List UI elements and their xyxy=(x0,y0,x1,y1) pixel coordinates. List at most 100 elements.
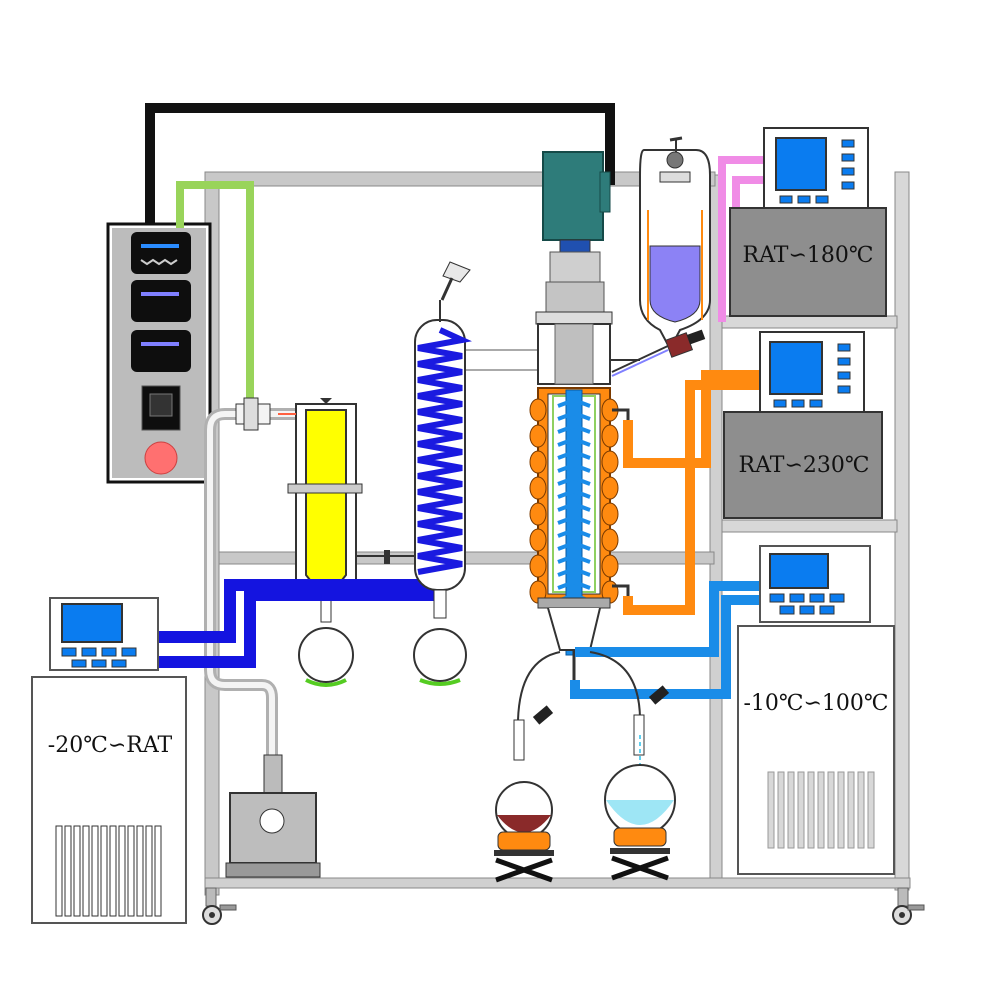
cold-trap-flask xyxy=(298,627,354,683)
evaporator xyxy=(529,311,640,690)
vent-slat xyxy=(109,825,117,917)
control-panel xyxy=(106,222,212,484)
inner-fin-right xyxy=(573,554,591,564)
vent-slat xyxy=(154,825,162,917)
emergency-stop-button[interactable] xyxy=(144,441,178,475)
inner-fin-left xyxy=(557,411,575,421)
circulator-return-line xyxy=(570,595,770,699)
condenser-receiving-flask xyxy=(413,628,467,682)
jacket-fin-left xyxy=(529,450,547,474)
jacket-fin-right xyxy=(601,476,619,500)
inner-fin-left xyxy=(557,450,575,460)
chiller-lines xyxy=(158,579,445,668)
feed-heater-screen xyxy=(775,137,827,191)
vent-slat xyxy=(847,771,855,849)
vent-slat xyxy=(837,771,845,849)
jacket-fin-left xyxy=(529,476,547,500)
circulator-supply-line xyxy=(575,581,770,657)
jacket-heater-supply-line xyxy=(623,370,770,468)
cold-trap xyxy=(287,398,363,687)
feed-heater: RAT∽180℃ xyxy=(729,127,887,317)
inner-fin-right xyxy=(573,528,591,538)
inner-fin-right xyxy=(573,437,591,447)
jacket-fin-right xyxy=(601,528,619,552)
feed-liquid xyxy=(649,245,701,323)
inner-fin-right xyxy=(573,424,591,434)
inner-fin-left xyxy=(557,489,575,499)
chiller-screen xyxy=(61,603,123,643)
cooling-circulator: -10℃∽100℃ xyxy=(737,545,895,875)
caster-wheel-right xyxy=(892,887,925,925)
inner-fin-left xyxy=(557,463,575,473)
jacket-fin-left xyxy=(529,502,547,526)
vent-slat xyxy=(100,825,108,917)
jacket-fin-right xyxy=(601,554,619,578)
inner-fin-right xyxy=(573,476,591,486)
vent-slat xyxy=(777,771,785,849)
vent-slat xyxy=(145,825,153,917)
jacket-heater-label: RAT∽230℃ xyxy=(739,453,870,478)
vent-slat xyxy=(867,771,875,849)
inner-fin-right xyxy=(573,450,591,460)
residue-receiver xyxy=(494,651,561,883)
jacket-fin-right xyxy=(601,502,619,526)
wiper-motor xyxy=(542,151,611,315)
caster-wheel-left xyxy=(202,887,237,925)
inner-fin-right xyxy=(573,567,591,577)
vacuum-pipe xyxy=(204,397,296,760)
inner-fin-left xyxy=(557,424,575,434)
inner-fin-left xyxy=(557,541,575,551)
chiller: -20℃∽RAT xyxy=(31,597,187,924)
inner-fin-right xyxy=(573,411,591,421)
jacket-heater-return-line xyxy=(623,380,770,615)
inner-fin-right xyxy=(573,580,591,590)
vent-slat xyxy=(817,771,825,849)
vent-slat xyxy=(55,825,63,917)
feed-stopper xyxy=(666,151,684,169)
display-3 xyxy=(131,330,191,372)
chiller-supply-line xyxy=(158,579,430,643)
vent-slat xyxy=(827,771,835,849)
inner-fin-right xyxy=(573,489,591,499)
vent-slat xyxy=(857,771,865,849)
vent-slat xyxy=(127,825,135,917)
inner-fin-left xyxy=(557,528,575,538)
vent-slat xyxy=(797,771,805,849)
circulator-screen xyxy=(769,553,829,589)
display-2 xyxy=(131,280,191,322)
display-3-readout xyxy=(141,342,179,346)
vent-slat xyxy=(787,771,795,849)
display-1 xyxy=(131,232,191,274)
power-cable xyxy=(145,103,615,230)
display-2-readout xyxy=(141,292,179,296)
pump-inlet-valve xyxy=(263,754,283,796)
inner-fin-right xyxy=(573,515,591,525)
inner-fin-right xyxy=(573,502,591,512)
motor-body xyxy=(542,151,604,241)
jacket-heater: RAT∽230℃ xyxy=(723,331,883,519)
jacket-heater-screen xyxy=(769,341,823,395)
inner-fin-left xyxy=(557,580,575,590)
chiller-label: -20℃∽RAT xyxy=(48,733,173,758)
inner-fin-left xyxy=(557,437,575,447)
residue-liquid xyxy=(497,815,551,833)
inner-fin-left xyxy=(557,502,575,512)
display-1-readout xyxy=(141,244,179,248)
condenser-coil xyxy=(417,327,472,575)
distillate-liquid xyxy=(606,800,674,825)
inner-fin-left xyxy=(557,398,575,408)
vent-slat xyxy=(91,825,99,917)
inner-fin-left xyxy=(557,515,575,525)
inner-fin-right xyxy=(573,463,591,473)
vent-slat xyxy=(118,825,126,917)
frame-middle-bar xyxy=(218,551,715,565)
distillate-receiver xyxy=(589,651,676,881)
jacket-heater-body xyxy=(723,411,883,519)
jacket-fin-right xyxy=(601,424,619,448)
shelf-1 xyxy=(721,315,898,329)
internal-condenser-fins xyxy=(557,398,591,642)
inner-fin-left xyxy=(557,476,575,486)
feed-heater-line-pink xyxy=(718,156,770,322)
